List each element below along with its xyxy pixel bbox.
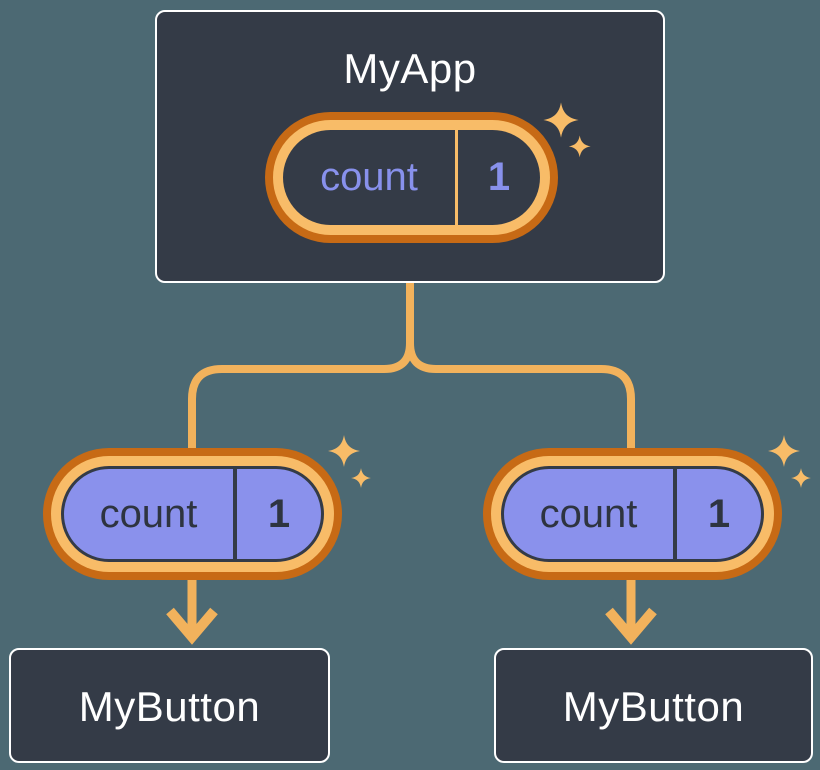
pill-divider [455, 130, 458, 225]
pill-divider [673, 469, 677, 559]
prop-pill-body: count 1 [501, 466, 764, 562]
prop-pill-ring: count 1 [51, 456, 334, 572]
prop-pill-body: count 1 [61, 466, 324, 562]
child-node-label: MyButton [78, 683, 261, 730]
prop-key-cell: count [504, 469, 673, 559]
prop-key-label: count [539, 491, 638, 536]
sparkle-icon [768, 435, 811, 488]
sparkle-big-star [768, 435, 800, 467]
pill-divider [233, 469, 237, 559]
state-pill-ring: count 1 [273, 120, 550, 235]
prop-value-label: 1 [707, 491, 731, 536]
state-pill: count 1 [265, 112, 558, 243]
connector-right-branch [406, 283, 635, 456]
child-component-node-left: MyButton [9, 648, 330, 763]
state-key-label: count [320, 155, 418, 199]
arrow-down-icon [605, 607, 657, 645]
prop-key-cell: count [64, 469, 233, 559]
prop-pill-ring: count 1 [491, 456, 774, 572]
state-key-cell: count [283, 130, 455, 225]
prop-pill-left: count 1 [43, 448, 342, 580]
arrow-down-icon [166, 607, 218, 645]
root-node-label: MyApp [343, 45, 477, 92]
sparkle-small-star [351, 468, 371, 488]
connector-left-branch [188, 283, 414, 456]
prop-value-cell: 1 [677, 469, 761, 559]
prop-value-cell: 1 [237, 469, 321, 559]
sparkle-big-star [328, 435, 360, 467]
child-component-node-right: MyButton [494, 648, 813, 763]
state-value-cell: 1 [458, 130, 540, 225]
state-value-label: 1 [487, 155, 511, 199]
sparkle-icon [328, 435, 371, 488]
state-pill-body: count 1 [283, 130, 540, 225]
prop-pill-right: count 1 [483, 448, 782, 580]
prop-key-label: count [99, 491, 198, 536]
sparkle-small-star [791, 468, 811, 488]
prop-value-label: 1 [267, 491, 291, 536]
child-node-label: MyButton [562, 683, 745, 730]
